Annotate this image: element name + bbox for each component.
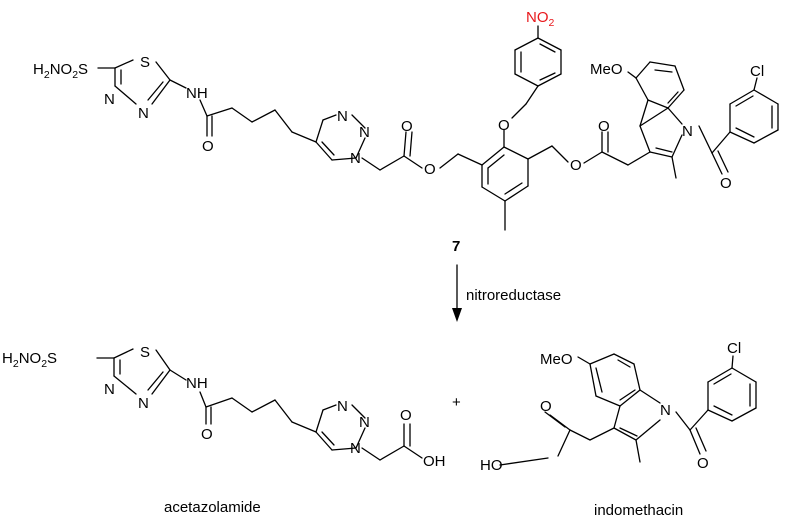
ether-oxygen: O (498, 117, 510, 134)
acetazolamide-structure: H2NO2S S N N NH O N N N O OH acetazolami… (2, 344, 446, 516)
compound-7-structure: H2NO2S S N N NH O N N N O O O O O MeO N … (33, 9, 779, 255)
chloro-label-bottom: Cl (727, 340, 741, 357)
thiadiazole-n1-top: N (138, 105, 149, 122)
methoxy-label-top: MeO (590, 61, 623, 78)
ester-right (527, 131, 651, 166)
thiadiazole-n2-top: N (104, 91, 115, 108)
reagent-label: nitroreductase (466, 287, 561, 304)
triazole-n1-top: N (337, 108, 348, 125)
sulfonamide-label-bottom: H2NO2S (2, 350, 57, 370)
triazole-n1-bottom: N (337, 398, 348, 415)
thiadiazole-sulfur-top: S (140, 54, 150, 71)
amide-nh-bottom: NH (186, 375, 208, 392)
thiadiazole-sulfur-bottom: S (140, 344, 150, 361)
amide-oxygen-bottom: O (201, 426, 213, 443)
ester-oxygen-right: O (570, 157, 582, 174)
ester-oxygen-left: O (424, 161, 436, 178)
triazole-n2-top: N (359, 124, 370, 141)
triazole-n3-bottom: N (350, 440, 361, 457)
benzoyl-oxygen-bottom: O (697, 455, 709, 472)
acid-oh-label: OH (423, 453, 446, 470)
ester-oxygen-carbonyl-left: O (401, 118, 413, 135)
ester-left (379, 131, 483, 171)
chlorophenyl-top (729, 77, 779, 144)
methoxy-label-bottom: MeO (540, 351, 573, 368)
thiadiazole-ring-top (97, 59, 187, 105)
amide-chain-top (199, 99, 317, 143)
indole-nitrogen-top: N (682, 123, 693, 140)
amide-nh-top: NH (186, 85, 208, 102)
plus-sign: + (452, 394, 461, 411)
amide-oxygen-top: O (202, 138, 214, 155)
indomethacin-structure: MeO N O Cl O HO indomethacin (480, 340, 757, 519)
indomethacin-name: indomethacin (594, 502, 683, 519)
triazole-ring-top (315, 114, 381, 171)
nitrobenzyl-group (511, 25, 562, 119)
reaction-arrow: nitroreductase (452, 264, 561, 322)
triazole-n3-top: N (350, 150, 361, 167)
indo-acid-ho-label: HO (480, 457, 503, 474)
nitro-label: NO2 (526, 9, 555, 29)
chloro-label-top: Cl (750, 63, 764, 80)
thiadiazole-n1-bottom: N (138, 395, 149, 412)
acetazolamide-name: acetazolamide (164, 499, 261, 516)
indo-carbonyl-oxygen: O (540, 398, 552, 415)
thiadiazole-n2-bottom: N (104, 381, 115, 398)
central-benzene (481, 129, 529, 231)
acid-carbonyl-oxygen: O (400, 407, 412, 424)
sulfonamide-label-top: H2NO2S (33, 61, 88, 81)
benzoyl-oxygen-top: O (720, 175, 732, 192)
compound-label: 7 (452, 238, 460, 255)
indole-nitrogen-bottom: N (660, 402, 671, 419)
ester-oxygen-carbonyl-right: O (598, 118, 610, 135)
triazole-n2-bottom: N (359, 414, 370, 431)
indole-top (627, 61, 731, 179)
